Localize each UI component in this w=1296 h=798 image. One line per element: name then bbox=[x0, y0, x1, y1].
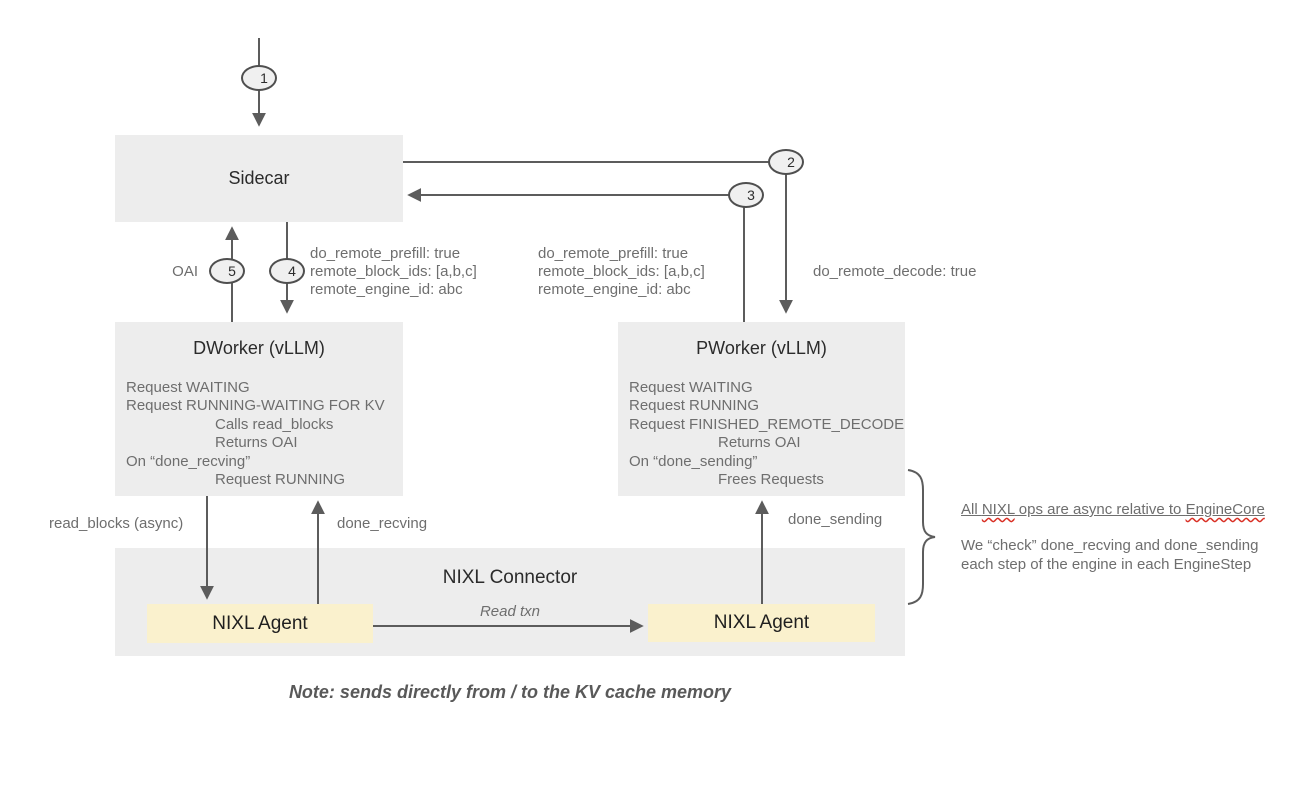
step-badge-5: 5 bbox=[209, 258, 245, 284]
nixl-agent-left-title: NIXL Agent bbox=[212, 612, 308, 634]
node-pworker: PWorker (vLLM) Request WAITING Request R… bbox=[618, 322, 905, 496]
label-kv-params-left: do_remote_prefill: true remote_block_ids… bbox=[310, 245, 477, 299]
label-read-txn: Read txn bbox=[479, 603, 541, 620]
status-line: Calls read_blocks bbox=[215, 415, 334, 433]
status-line: Request RUNNING bbox=[215, 471, 346, 489]
annotation-body-line: each step of the engine in each EngineSt… bbox=[961, 555, 1252, 573]
step-badge-4: 4 bbox=[269, 258, 305, 284]
dworker-title: DWorker (vLLM) bbox=[193, 338, 325, 358]
pworker-status-list: Request WAITING Request RUNNING Request … bbox=[618, 379, 905, 489]
step-badge-2: 2 bbox=[768, 149, 804, 175]
step-badge-3: 3 bbox=[728, 182, 764, 208]
label-kv-params-mid: do_remote_prefill: true remote_block_ids… bbox=[538, 245, 705, 299]
annotation-body-line: We “check” done_recving and done_sending bbox=[961, 537, 1259, 554]
label-done-sending: done_sending bbox=[788, 511, 883, 528]
status-line: Request WAITING bbox=[629, 379, 753, 396]
annotation-block: All NIXL ops are async relative to Engin… bbox=[961, 500, 1265, 574]
label-do-remote-decode: do_remote_decode: true bbox=[813, 263, 977, 280]
curly-brace-icon bbox=[907, 469, 936, 605]
node-dworker: DWorker (vLLM) Request WAITING Request R… bbox=[115, 322, 403, 496]
pworker-title: PWorker (vLLM) bbox=[696, 338, 827, 358]
annotation-title-part: ops are async relative to bbox=[1014, 501, 1186, 518]
annotation-title-part: All bbox=[961, 501, 982, 518]
param-line: remote_block_ids: [a,b,c] bbox=[310, 263, 477, 280]
node-sidecar: Sidecar bbox=[115, 135, 403, 222]
node-nixl-agent-left: NIXL Agent bbox=[147, 604, 373, 643]
label-read-blocks: read_blocks (async) bbox=[49, 515, 184, 532]
status-line: Returns OAI bbox=[718, 434, 801, 452]
step-badge-1: 1 bbox=[241, 65, 277, 91]
param-line: remote_block_ids: [a,b,c] bbox=[538, 263, 705, 280]
status-line: Request RUNNING bbox=[629, 397, 760, 415]
param-line: do_remote_prefill: true bbox=[538, 245, 689, 262]
node-nixl-agent-right: NIXL Agent bbox=[648, 604, 875, 642]
annotation-title-part-misspelled: EngineCore bbox=[1185, 501, 1265, 518]
status-line: Request RUNNING-WAITING FOR KV bbox=[126, 397, 385, 415]
status-line: On “done_sending” bbox=[629, 452, 758, 470]
annotation-title-part-misspelled: NIXL bbox=[981, 501, 1015, 518]
param-line: remote_engine_id: abc bbox=[310, 281, 463, 298]
param-line: do_remote_prefill: true bbox=[310, 245, 461, 262]
sidecar-title: Sidecar bbox=[228, 168, 290, 188]
label-oai: OAI bbox=[172, 263, 198, 280]
status-line: Request WAITING bbox=[126, 379, 250, 396]
nixl-connector-title: NIXL Connector bbox=[442, 567, 578, 588]
annotation-title: All NIXL ops are async relative to Engin… bbox=[961, 500, 1265, 520]
note-text: Note: sends directly from / to the KV ca… bbox=[288, 682, 732, 702]
label-done-recving: done_recving bbox=[337, 515, 428, 532]
annotation-body: We “check” done_recving and done_sending… bbox=[961, 537, 1265, 574]
status-line: Frees Requests bbox=[718, 471, 824, 489]
status-line: Returns OAI bbox=[215, 434, 298, 452]
nixl-agent-right-title: NIXL Agent bbox=[713, 612, 810, 633]
dworker-status-list: Request WAITING Request RUNNING-WAITING … bbox=[115, 379, 403, 489]
param-line: remote_engine_id: abc bbox=[538, 281, 691, 298]
status-line: On “done_recving” bbox=[126, 452, 251, 470]
status-line: Request FINISHED_REMOTE_DECODE bbox=[629, 415, 905, 433]
